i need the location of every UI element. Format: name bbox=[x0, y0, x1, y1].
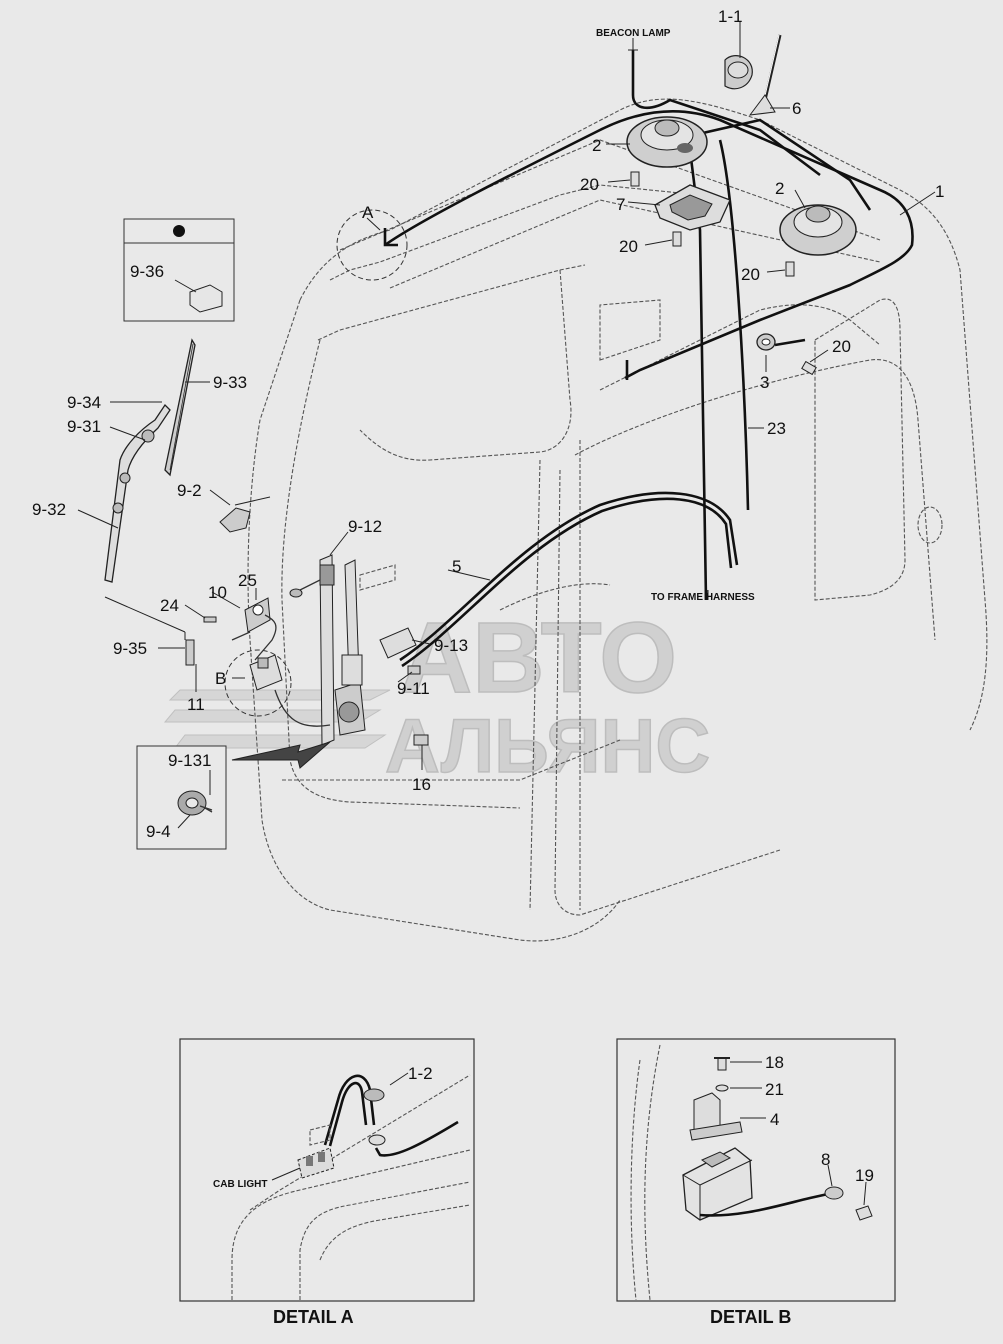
callout-18: 18 bbox=[765, 1053, 784, 1072]
callout-3: 3 bbox=[760, 373, 769, 392]
callout-2-top: 2 bbox=[592, 136, 601, 155]
bracket-9-2 bbox=[219, 507, 251, 533]
label-cab-light: CAB LIGHT bbox=[213, 1179, 267, 1190]
inset-9-131 bbox=[136, 741, 331, 850]
callout-16: 16 bbox=[412, 775, 431, 794]
callout-20-a: 20 bbox=[580, 175, 599, 194]
harness-5b bbox=[401, 497, 733, 668]
callout-A: A bbox=[362, 203, 374, 222]
callout-7: 7 bbox=[616, 195, 625, 214]
callout-9-36: 9-36 bbox=[130, 262, 164, 281]
harness-drop bbox=[688, 149, 708, 601]
callout-1-1: 1-1 bbox=[718, 7, 743, 26]
callout-4: 4 bbox=[770, 1110, 779, 1129]
detail-a-marker bbox=[336, 209, 408, 281]
callout-1: 1 bbox=[935, 182, 944, 201]
callout-19: 19 bbox=[855, 1166, 874, 1185]
callout-9-4: 9-4 bbox=[146, 822, 171, 841]
cab-light bbox=[654, 184, 731, 231]
callout-9-34: 9-34 bbox=[67, 393, 101, 412]
detail-b-panel: 18 21 4 8 19 bbox=[616, 1038, 896, 1302]
speaker-right bbox=[779, 204, 857, 256]
harness-5 bbox=[399, 491, 739, 662]
callout-9-13: 9-13 bbox=[434, 636, 468, 655]
callout-25: 25 bbox=[238, 571, 257, 590]
callout-9-32: 9-32 bbox=[32, 500, 66, 519]
beacon-mount bbox=[724, 55, 753, 90]
callout-21: 21 bbox=[765, 1080, 784, 1099]
callout-9-35: 9-35 bbox=[113, 639, 147, 658]
callout-1-2: 1-2 bbox=[408, 1064, 433, 1083]
harness-23 bbox=[718, 139, 750, 511]
wiper-assembly bbox=[104, 338, 196, 583]
callout-9-31: 9-31 bbox=[67, 417, 101, 436]
detail-b-title: DETAIL B bbox=[710, 1307, 791, 1327]
harness-3 bbox=[774, 338, 806, 347]
harness-A bbox=[383, 228, 398, 247]
callouts: 1-1 6 2 20 7 20 2 1 20 A 9-36 9-34 9-33 … bbox=[32, 7, 944, 841]
watermark: АВТО АЛЬЯНС bbox=[163, 601, 711, 790]
callout-5: 5 bbox=[452, 557, 461, 576]
callout-9-12: 9-12 bbox=[348, 517, 382, 536]
label-beacon-lamp: BEACON LAMP bbox=[596, 28, 671, 39]
speaker-top bbox=[626, 116, 708, 168]
label-to-frame-harness: TO FRAME HARNESS bbox=[651, 592, 755, 603]
detail-a-title: DETAIL A bbox=[273, 1307, 354, 1327]
watermark-line2: АЛЬЯНС bbox=[385, 704, 710, 789]
inset-9-36 bbox=[123, 218, 235, 322]
callout-2-right: 2 bbox=[775, 179, 784, 198]
callout-9-11: 9-11 bbox=[397, 679, 430, 698]
cab-outline bbox=[247, 98, 988, 942]
screws bbox=[630, 171, 817, 376]
callout-10: 10 bbox=[208, 583, 227, 602]
harness-beacon bbox=[631, 50, 821, 177]
callout-9-131: 9-131 bbox=[168, 751, 211, 770]
callout-9-2: 9-2 bbox=[177, 481, 202, 500]
detail-a-panel: 1-2 CAB LIGHT bbox=[179, 1038, 475, 1302]
leader-lines bbox=[77, 22, 936, 829]
callout-24: 24 bbox=[160, 596, 179, 615]
clamp bbox=[756, 333, 776, 351]
harness-1 bbox=[384, 110, 914, 380]
callout-B: B bbox=[215, 669, 226, 688]
callout-11: 11 bbox=[187, 695, 205, 714]
wiper-motor bbox=[185, 554, 429, 746]
callout-20-d: 20 bbox=[832, 337, 851, 356]
callout-9-33: 9-33 bbox=[213, 373, 247, 392]
callout-20-c: 20 bbox=[741, 265, 760, 284]
watermark-line1: АВТО bbox=[400, 602, 677, 714]
detail-b-marker bbox=[224, 649, 292, 717]
callout-23: 23 bbox=[767, 419, 786, 438]
detail-arrow bbox=[231, 741, 331, 769]
antenna bbox=[748, 34, 782, 116]
callout-6: 6 bbox=[792, 99, 801, 118]
callout-20-b: 20 bbox=[619, 237, 638, 256]
callout-8: 8 bbox=[821, 1150, 830, 1169]
